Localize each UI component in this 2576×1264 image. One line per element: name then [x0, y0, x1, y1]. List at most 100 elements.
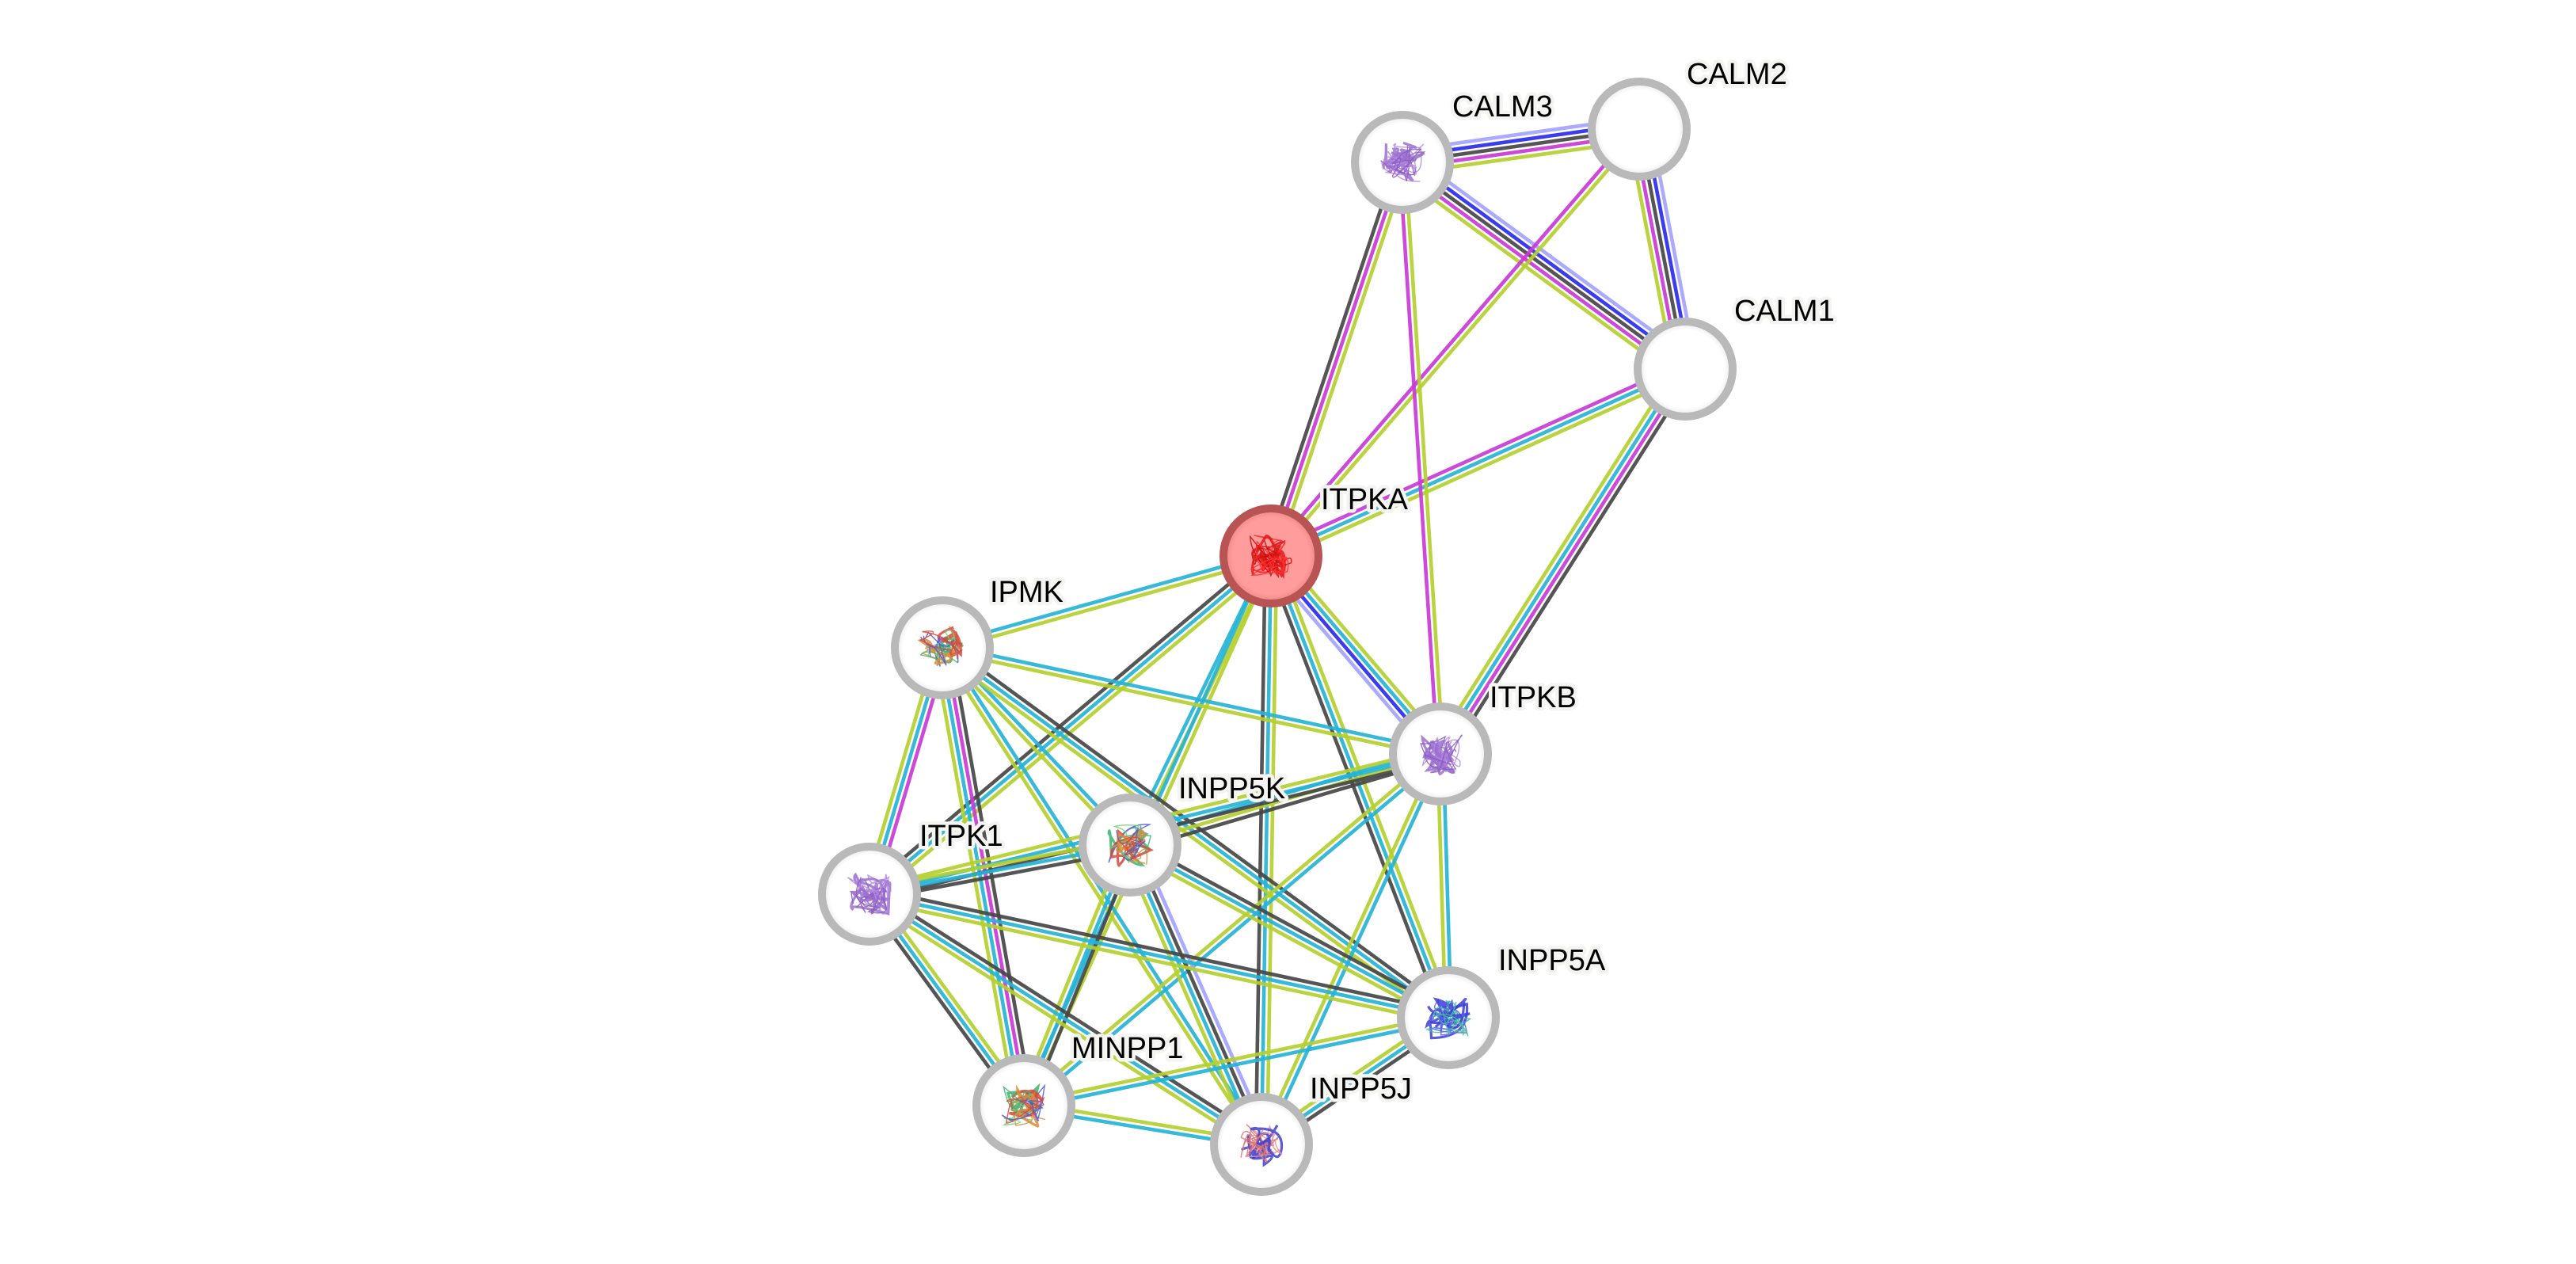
node-ipmk[interactable]	[891, 596, 994, 699]
edge-line-database	[868, 554, 1273, 896]
edge-itpka-calm3[interactable]	[1264, 159, 1410, 559]
edge-line-cooccurrence	[1404, 156, 1690, 367]
edge-itpka-itpk1[interactable]	[864, 550, 1277, 900]
protein-structure-icon	[1250, 535, 1292, 579]
node-circle	[1588, 78, 1691, 181]
edge-line-textmining	[941, 649, 1440, 759]
edge-line-coexpression	[1131, 843, 1266, 1144]
edge-line-coexpression	[1446, 372, 1695, 760]
edge-itpka-inpp5a[interactable]	[1264, 553, 1455, 1021]
protein-structure-icon	[847, 872, 892, 916]
edge-line-textmining	[1022, 1013, 1448, 1105]
node-itpk1[interactable]	[818, 843, 921, 946]
edge-line-textmining	[938, 650, 1447, 1024]
node-itpkb[interactable]	[1389, 702, 1492, 805]
edge-inpp5k-inpp5j[interactable]	[1120, 840, 1272, 1149]
edge-line-database	[1269, 555, 1451, 1018]
edge-line-coexpression	[1264, 159, 1399, 555]
edge-line-homology	[1408, 151, 1693, 362]
edge-line-database	[1262, 754, 1445, 1147]
edge-line-textmining	[1120, 847, 1256, 1149]
node-label-calm1[interactable]: CALM1	[1731, 291, 1839, 332]
edge-itpk1-inpp5j[interactable]	[865, 887, 1266, 1152]
edge-line-textmining	[1271, 129, 1643, 559]
edge-line-textmining	[1274, 163, 1410, 559]
edge-inpp5k-inpp5a[interactable]	[1126, 838, 1452, 1025]
edge-ipmk-itpkb[interactable]	[941, 643, 1442, 759]
edge-line-database	[941, 551, 1271, 647]
protein-structure-icon	[1425, 997, 1472, 1040]
protein-structure-icon	[1107, 824, 1154, 867]
edge-line-database	[1259, 555, 1273, 1145]
edge-line-textmining	[1395, 169, 1680, 380]
edge-line-textmining	[868, 897, 1448, 1026]
edge-line-textmining	[872, 558, 1277, 900]
edge-line-homology	[1136, 840, 1272, 1142]
edge-calm3-itpkb[interactable]	[1398, 162, 1445, 755]
node-label-inpp5j[interactable]: INPP5J	[1307, 1069, 1416, 1110]
edge-line-coexpression	[1132, 838, 1452, 1015]
node-label-minpp1[interactable]: MINPP1	[1068, 1029, 1187, 1069]
edge-line-database	[868, 893, 1263, 1146]
edge-line-textmining	[1257, 752, 1440, 1144]
edge-line-database	[1125, 845, 1261, 1147]
node-label-inpp5a[interactable]: INPP5A	[1495, 941, 1610, 981]
edge-line-database	[938, 648, 1023, 1107]
edge-line-experiments	[1269, 162, 1405, 557]
node-inpp5k[interactable]	[1079, 794, 1181, 897]
node-label-ipmk[interactable]: IPMK	[987, 573, 1067, 613]
protein-structure-icon	[1420, 734, 1463, 776]
edge-line-coexpression	[871, 887, 1266, 1141]
edge-itpka-calm2[interactable]	[1267, 126, 1643, 559]
edge-itpk1-inpp5a[interactable]	[868, 886, 1450, 1026]
node-label-calm3[interactable]: CALM3	[1449, 87, 1557, 128]
edge-calm3-calm1[interactable]	[1395, 151, 1693, 380]
edge-line-experiments	[1267, 126, 1639, 556]
edge-line-coexpression	[1254, 555, 1268, 1144]
node-itpka[interactable]	[1220, 504, 1322, 607]
node-label-itpk1[interactable]: ITPK1	[916, 817, 1007, 857]
edge-itpka-ipmk[interactable]	[941, 551, 1273, 653]
edge-line-database	[1128, 843, 1450, 1020]
edge-line-textmining	[938, 648, 1261, 1148]
edge-line-database	[1024, 755, 1444, 1110]
protein-structure-icon	[1380, 141, 1426, 182]
nodes-layer	[818, 78, 1737, 1196]
edge-line-textmining	[942, 557, 1273, 653]
edge-line-database	[1024, 1018, 1450, 1110]
node-minpp1[interactable]	[972, 1054, 1075, 1157]
node-label-itpkb[interactable]: ITPKB	[1486, 678, 1581, 718]
edge-line-textmining	[1265, 556, 1279, 1145]
node-inpp5a[interactable]	[1397, 966, 1500, 1069]
node-circle	[1634, 318, 1737, 421]
edge-line-experiments	[1441, 369, 1689, 757]
edge-line-experiments	[1398, 162, 1440, 755]
edge-line-textmining	[1403, 162, 1445, 754]
edge-calm1-itpkb[interactable]	[1431, 363, 1695, 760]
edge-line-coexpression	[870, 886, 1450, 1015]
edge-line-coexpression	[1264, 557, 1445, 1021]
node-label-itpka[interactable]: ITPKA	[1318, 480, 1412, 520]
edge-itpka-calm1[interactable]	[1268, 362, 1688, 563]
edge-line-textmining	[1431, 363, 1680, 751]
node-calm3[interactable]	[1351, 111, 1454, 214]
edge-line-coexpression	[944, 642, 1453, 1015]
edge-line-coexpression	[864, 550, 1269, 892]
edge-line-database	[1270, 367, 1686, 558]
node-inpp5j[interactable]	[1210, 1093, 1313, 1196]
node-label-calm2[interactable]: CALM2	[1684, 55, 1791, 95]
edge-line-textmining	[865, 897, 1260, 1152]
edge-itpka-inpp5j[interactable]	[1254, 555, 1279, 1145]
edge-line-database	[869, 892, 1449, 1020]
edge-itpkb-inpp5j[interactable]	[1257, 752, 1445, 1147]
edge-minpp1-inpp5a[interactable]	[1022, 1013, 1450, 1110]
edge-line-textmining	[932, 649, 1018, 1108]
node-label-inpp5k[interactable]: INPP5K	[1175, 769, 1289, 809]
edge-line-coexpression	[1131, 757, 1443, 853]
edge-line-textmining	[1126, 848, 1447, 1025]
node-calm2[interactable]	[1588, 78, 1691, 181]
node-calm1[interactable]	[1634, 318, 1737, 421]
protein-structure-icon	[917, 626, 964, 667]
